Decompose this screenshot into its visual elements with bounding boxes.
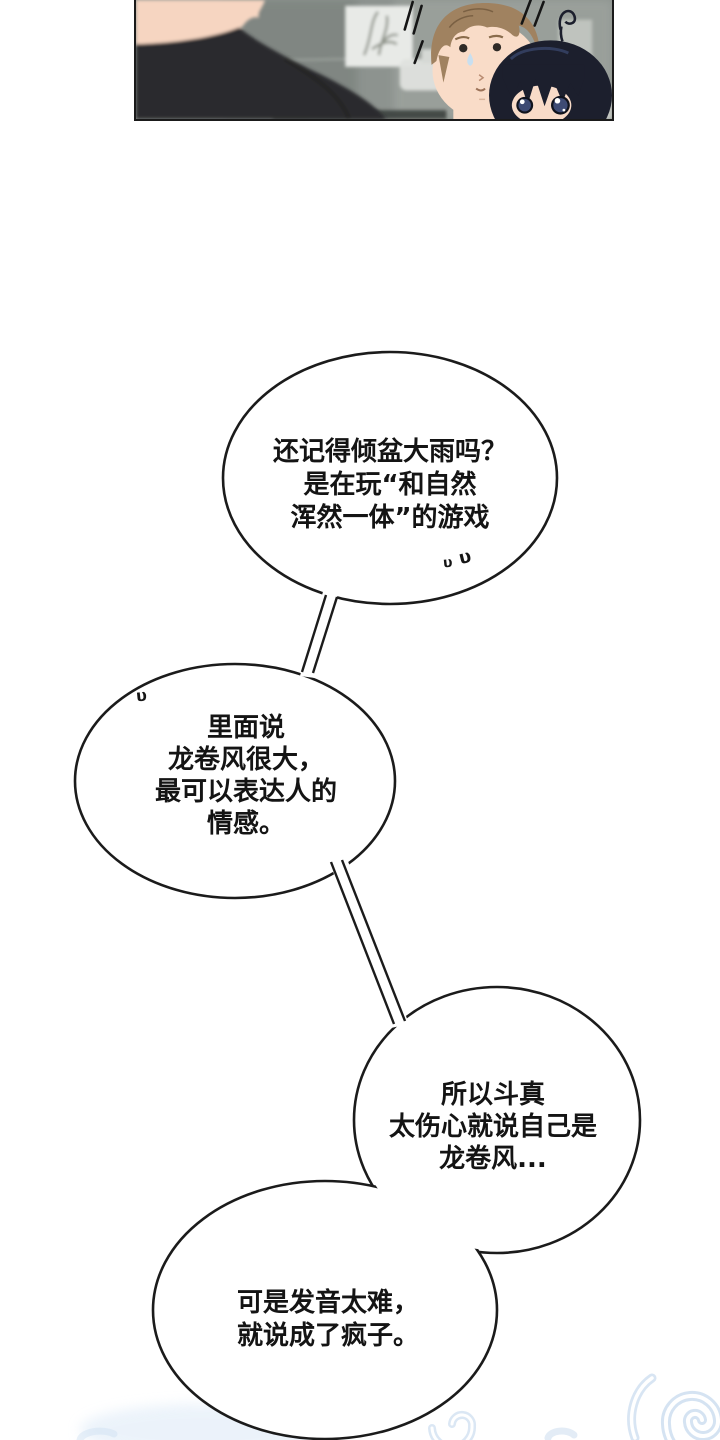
bubble-2-line-4: 情感。	[206, 809, 285, 839]
speech-bubble-2-text: 里面说 龙卷风很大， 最可以表达人的 情感。	[86, 712, 406, 840]
person-left	[136, 0, 386, 119]
bubble-3-line-2: 太伤心就说自己是	[388, 1112, 597, 1142]
bubble-connector-2-3	[328, 856, 409, 1028]
swirl-spiral-right-core	[663, 1394, 720, 1440]
bubble-2-line-2: 龙卷风很大，	[167, 745, 324, 775]
person-left-head	[136, 0, 265, 47]
boy-eye-left	[459, 44, 468, 53]
boy-hair-strands	[448, 8, 494, 29]
swirl-arc-core	[629, 1376, 654, 1440]
swirl-fragment-center	[428, 1411, 477, 1440]
bubble-4-line-1: 可是发音太难，	[236, 1288, 419, 1318]
boy-eyebrow-left	[454, 36, 470, 41]
swirl-bit	[544, 1427, 578, 1440]
kid-hair-sheen	[509, 46, 570, 61]
kid-ahoge	[558, 9, 577, 42]
bubble-2-line-1: 里面说	[206, 713, 285, 743]
boy-mouth	[475, 87, 486, 92]
bubble-1-line-3: 浑然一体”的游戏	[290, 503, 490, 533]
swirl-fragment-center-core	[430, 1413, 474, 1440]
bubble-1-line-1: 还记得倾盆大雨吗？	[272, 437, 507, 467]
comic-panel-image	[134, 0, 614, 121]
speech-bubble-2	[73, 662, 397, 900]
speech-bubble-1	[221, 350, 559, 606]
shirt-fold	[283, 56, 352, 119]
kid-eye-right-highlight	[554, 98, 561, 104]
bubble-4-line-2: 就说成了疯子。	[236, 1321, 419, 1351]
sweat-drop	[467, 53, 474, 66]
frame-plant-drawing	[362, 11, 399, 56]
person-left-shirt	[136, 27, 386, 119]
kid-eye-left-highlight	[519, 99, 525, 105]
bubble-1-line-2: 是在玩“和自然	[303, 470, 477, 500]
speech-bubble-4-text: 可是发音太难， 就说成了疯子。	[158, 1287, 498, 1353]
speech-bubble-4	[151, 1179, 499, 1440]
boy-sideburn-left	[438, 55, 450, 83]
boy-nose	[478, 74, 485, 82]
boy-eye-right	[492, 43, 502, 52]
breath-mark-icon: υ	[135, 685, 148, 706]
boy-hair	[431, 2, 540, 65]
bubble-connector-1-2	[300, 588, 339, 678]
speech-bubble-3-text: 所以斗真 太伤心就说自己是 龙卷风...	[323, 1079, 663, 1175]
boy-eyebrow-right	[488, 34, 504, 39]
picture-frame	[345, 5, 413, 67]
kid-eye-right-glint	[562, 108, 566, 112]
bubble-3-line-1: 所以斗真	[440, 1080, 545, 1110]
panel-illustration	[136, 0, 612, 119]
swirl-bit-left	[76, 1427, 118, 1440]
breath-mark-icon: υ	[442, 554, 454, 572]
kid-character	[489, 9, 612, 119]
speech-bubble-1-text: 还记得倾盆大雨吗？ 是在玩“和自然 浑然一体”的游戏	[215, 436, 565, 535]
bubble-3-line-3: 龙卷风...	[439, 1144, 547, 1174]
bubble-2-line-3: 最可以表达人的	[154, 777, 337, 807]
kid-hair-fringe	[502, 64, 585, 107]
emphasis-dash-lines	[403, 0, 545, 65]
speech-bubble-3-interior	[356, 989, 638, 1251]
